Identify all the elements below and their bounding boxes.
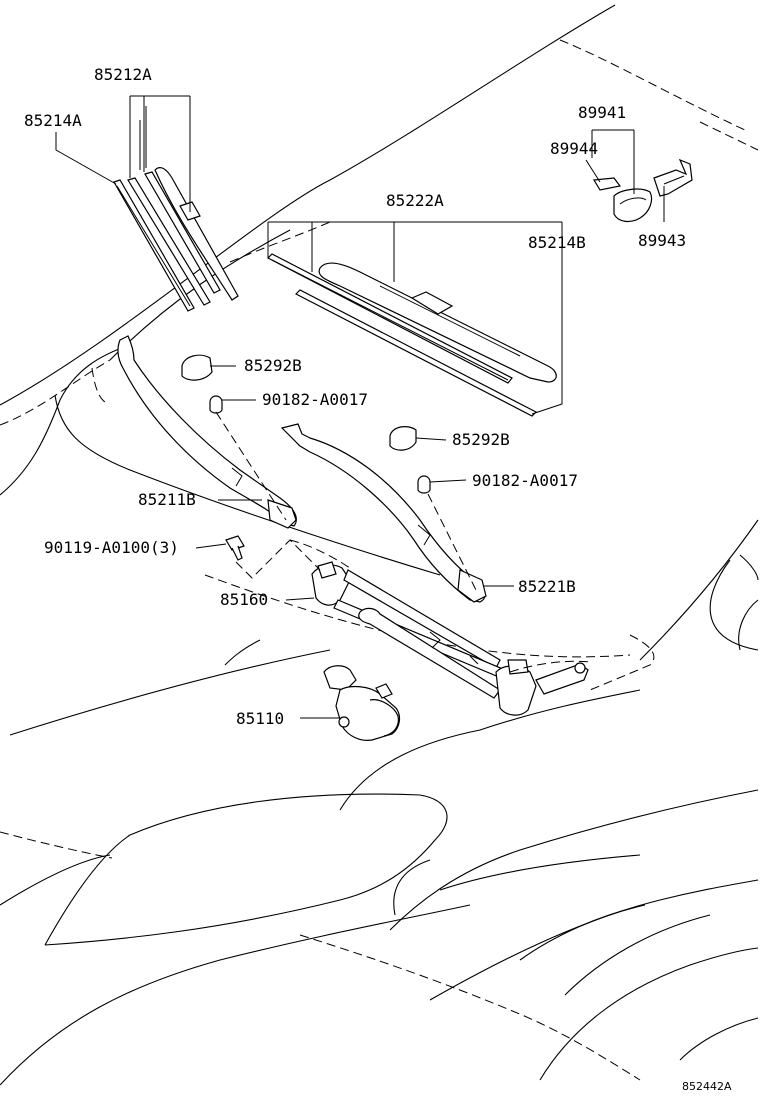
label-85221B: 85221B — [518, 577, 576, 596]
label-85292B-upper: 85292B — [244, 356, 302, 375]
label-85211B: 85211B — [138, 490, 196, 509]
label-89944: 89944 — [550, 139, 598, 158]
right-wiper-blade-assembly — [266, 253, 557, 417]
wiper-motor — [323, 665, 401, 741]
figure-code: 852442A — [682, 1080, 732, 1093]
label-90182-lower: 90182-A0017 — [472, 471, 578, 490]
washer-nozzle-parts — [592, 158, 693, 223]
label-85292B-lower: 85292B — [452, 430, 510, 449]
label-85160: 85160 — [220, 590, 268, 609]
wiper-nut-left — [209, 395, 223, 414]
label-85212A: 85212A — [94, 65, 152, 84]
vehicle-body-outline — [0, 4, 759, 1086]
wiper-link-assembly — [311, 561, 589, 716]
label-90182-upper: 90182-A0017 — [262, 390, 368, 409]
wiper-nut-right — [417, 475, 431, 494]
left-wiper-blade-assembly — [113, 106, 239, 312]
leader-lines — [55, 95, 665, 719]
left-wiper-arm — [117, 335, 297, 529]
label-89943: 89943 — [638, 231, 686, 250]
wiper-arm-cap-left — [181, 354, 213, 381]
label-90119: 90119-A0100(3) — [44, 538, 179, 557]
label-85214B: 85214B — [528, 233, 586, 252]
label-85222A: 85222A — [386, 191, 444, 210]
right-wiper-arm — [280, 423, 487, 603]
label-85110: 85110 — [236, 709, 284, 728]
screw-90119 — [225, 535, 245, 561]
label-85214A: 85214A — [24, 111, 82, 130]
wiper-arm-cap-right — [389, 426, 417, 451]
label-89941: 89941 — [578, 103, 626, 122]
